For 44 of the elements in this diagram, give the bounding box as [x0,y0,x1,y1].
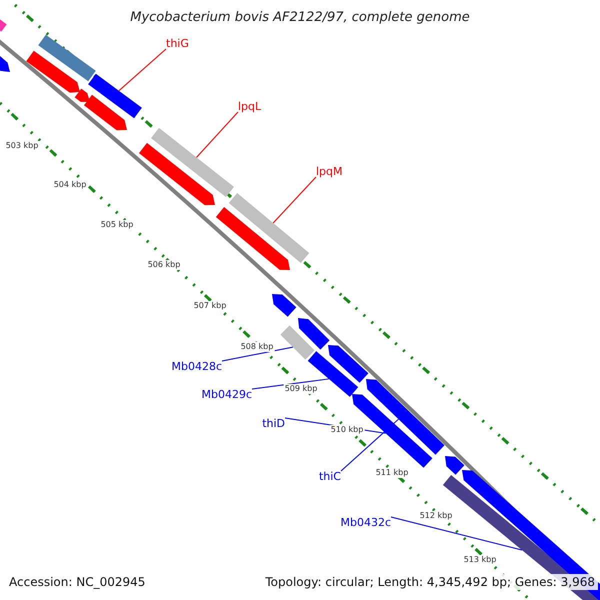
gene-label: Mb0428c [171,361,222,372]
scale-label: 504 kbp [52,180,88,190]
gene-label: thiD [262,418,285,429]
gene-block [84,94,127,130]
gene-block [216,207,290,270]
scale-label: 505 kbp [100,220,134,230]
gene-block [74,88,90,102]
gene-block [0,54,10,72]
scale-label: 506 kbp [146,260,182,270]
leader-line [222,346,294,362]
scale-label: 510 kbp [330,425,364,435]
gene-block [151,128,234,198]
gene-label: lpqL [238,101,262,112]
leader-line [390,516,522,551]
scale-label: 508 kbp [240,342,274,352]
leader-line [272,176,316,224]
scale-label: 509 kbp [284,384,318,394]
scale-label: 511 kbp [374,468,410,478]
info-text: Topology: circular; Length: 4,345,492 bp; Genes: 3,968 [262,574,598,590]
gene-label: Mb0432c [340,517,391,528]
leader-line [252,378,330,390]
gene-block [26,50,80,93]
title: Mycobacterium bovis AF2122/97, complete genome [129,11,471,24]
leader-line [340,418,399,472]
gene-label: lpqM [316,166,343,177]
gene-block [139,142,215,206]
gene-block [88,74,142,118]
scale-label: 507 kbp [192,301,228,311]
scale-label: 503 kbp [4,141,40,151]
gene-block [328,345,368,383]
scale-label: 512 kbp [418,511,454,521]
gene-block [228,193,310,263]
gene-label: Mb0429c [201,389,252,400]
gene-block [366,379,444,455]
gene-label: thiC [318,471,341,482]
gene-block [38,34,96,82]
scale-label: 513 kbp [462,555,498,565]
gene-block [280,325,315,360]
gene-label: thiG [166,38,189,49]
leader-line [118,48,166,92]
gene-block [298,318,330,350]
leader-line [196,112,238,158]
gene-block [0,18,7,32]
gene-block [272,294,296,317]
